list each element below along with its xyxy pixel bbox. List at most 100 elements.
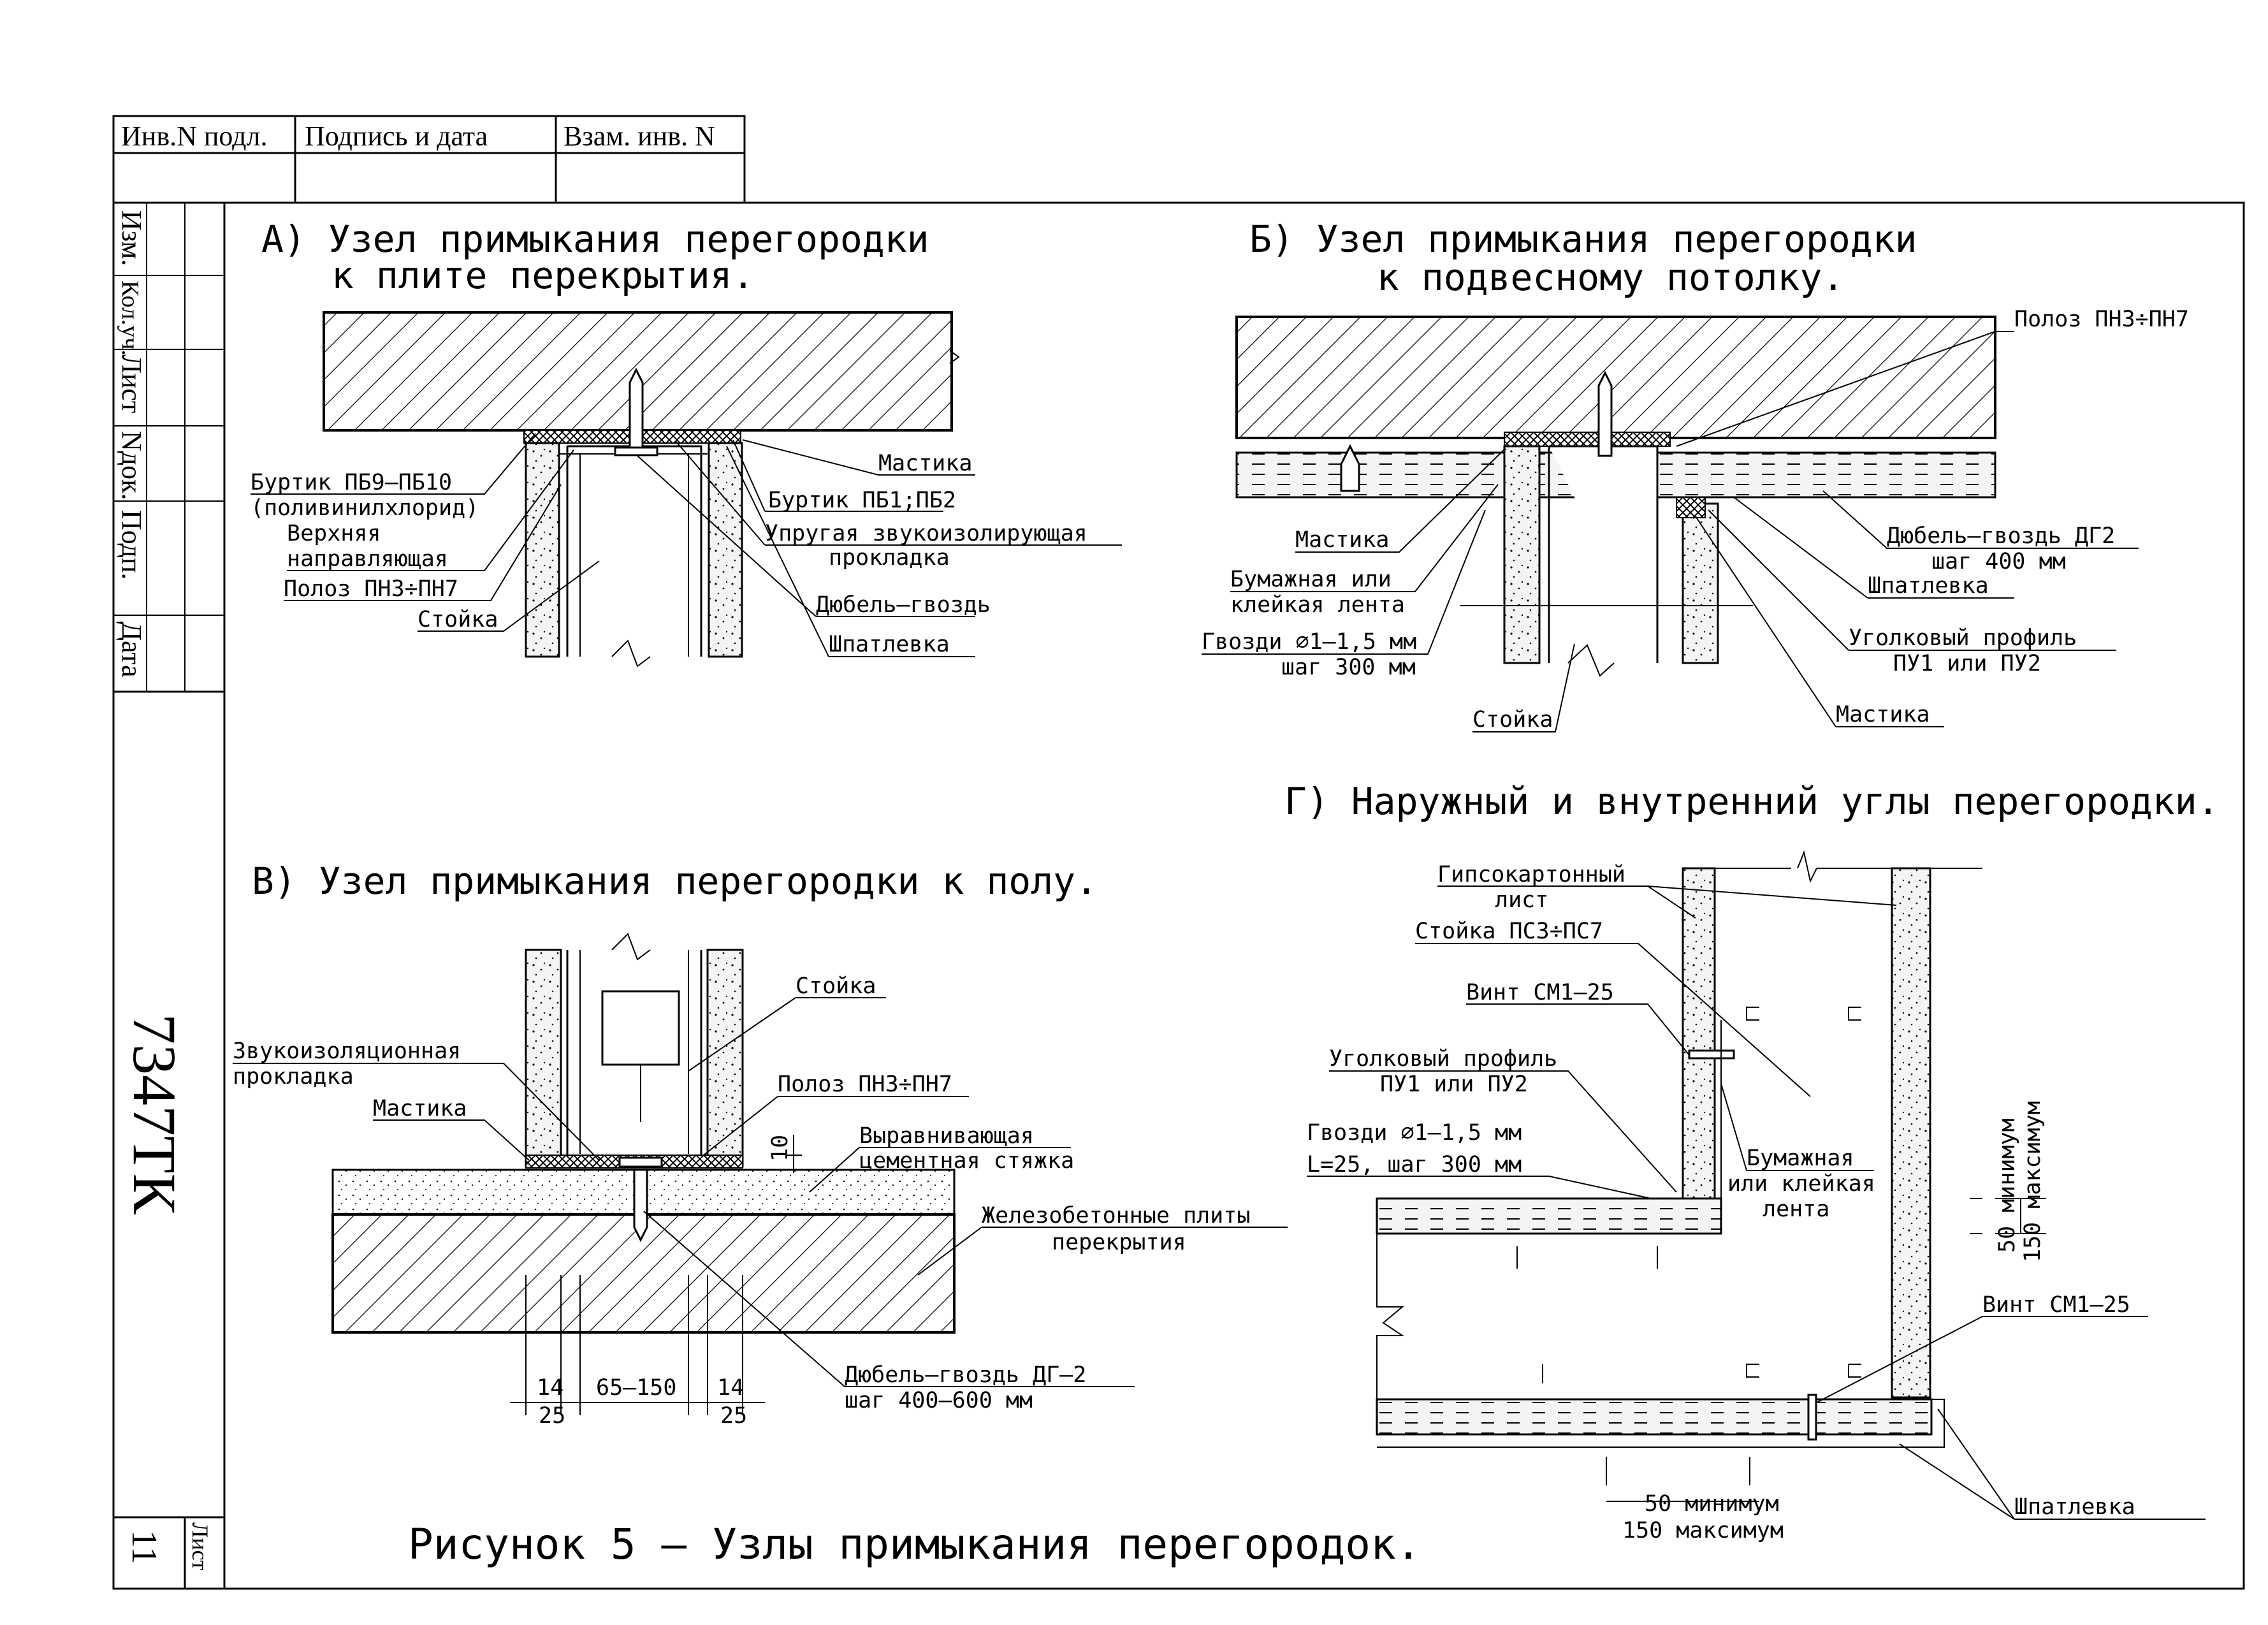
panel-g-screw-icon-2 bbox=[1807, 1394, 1817, 1441]
panel-a-stud bbox=[566, 445, 702, 657]
revision-table: Изм. Кол.уч. Лист Nдок. Подп. Дата bbox=[113, 203, 224, 692]
panel-g: Г) Наружный и внутренний углы перегородк… bbox=[1284, 780, 2220, 1543]
panel-g-label-stoika: Стойка ПС3÷ПС7 bbox=[1415, 919, 1603, 944]
panel-b-floor-slab bbox=[1235, 316, 1996, 439]
panel-a-label-burtik-pb9: Буртик ПБ9–ПБ10 bbox=[251, 470, 452, 495]
panel-g-label-ugol-1: Уголковый профиль bbox=[1329, 1046, 1557, 1072]
panel-a-label-shpat: Шпатлевка bbox=[829, 632, 950, 657]
panel-b-label-shpat: Шпатлевка bbox=[1868, 573, 1989, 599]
panel-a-label-verh-2: направляющая bbox=[287, 546, 448, 572]
panel-b-seal-strip bbox=[1504, 432, 1671, 447]
panel-g-label-bumazh-2: или клейкая bbox=[1727, 1171, 1875, 1197]
panel-v-label-zvuk-1: Звукоизоляционная bbox=[233, 1038, 461, 1064]
panel-g-title: Г) Наружный и внутренний углы перегородк… bbox=[1284, 780, 2220, 823]
panel-b-label-gvozdi-1: Гвозди ⌀1–1,5 мм bbox=[1202, 629, 1416, 655]
panel-b-nail-icon bbox=[1340, 444, 1360, 492]
panel-v-label-zhb-2: перекрытия bbox=[1052, 1230, 1186, 1255]
panel-b-label-bumazh-2: клейкая лента bbox=[1230, 592, 1405, 618]
rev-koluch: Кол.уч. bbox=[117, 281, 143, 356]
panel-v-dim-25b: 25 bbox=[720, 1403, 747, 1429]
panel-b-label-mastika-r: Мастика bbox=[1836, 702, 1930, 727]
panel-a-dowel-icon bbox=[629, 367, 644, 454]
panel-g-dim-v2: 150 максимум bbox=[2020, 1101, 2046, 1262]
panel-g-board-outer-v bbox=[1891, 867, 1931, 1399]
panel-a-label-poloz: Полоз ПН3÷ПН7 bbox=[284, 576, 458, 602]
panel-a-title-1: А) Узел примыкания перегородки bbox=[261, 217, 929, 261]
rev-list: Лист bbox=[116, 354, 147, 413]
panel-a-title-2: к плите перекрытия. bbox=[331, 254, 754, 297]
panel-a-board-right bbox=[708, 442, 743, 658]
panel-b-label-dubel-2: шаг 400 мм bbox=[1931, 549, 2066, 574]
panel-g-label-bumazh-1: Бумажная bbox=[1747, 1146, 1854, 1171]
panel-a-label-mastika: Мастика bbox=[878, 451, 973, 476]
panel-a-label-verh-1: Верхняя bbox=[287, 521, 381, 546]
panel-v-dowel-icon bbox=[633, 1169, 648, 1242]
panel-g-label-bumazh-3: лента bbox=[1763, 1197, 1829, 1222]
panel-b-title-1: Б) Узел примыкания перегородки bbox=[1249, 217, 1917, 261]
panel-v-title: В) Узел примыкания перегородки к полу. bbox=[252, 859, 1098, 903]
panel-v-label-poloz: Полоз ПН3÷ПН7 bbox=[778, 1072, 952, 1097]
panel-v: В) Узел примыкания перегородки к полу. С… bbox=[233, 859, 1288, 1429]
panel-g-label-vint-1: Винт СМ1–25 bbox=[1466, 980, 1614, 1005]
panel-b-dowel-icon bbox=[1597, 370, 1613, 457]
panel-g-board-inner-h bbox=[1376, 1197, 1722, 1235]
panel-g-screw-icon-1 bbox=[1688, 1049, 1735, 1060]
rev-podp: Подп. bbox=[116, 510, 147, 579]
panel-a-label-dubel: Дюбель–гвоздь bbox=[816, 592, 991, 618]
panel-g-label-gips-2: лист bbox=[1495, 887, 1548, 913]
panel-v-label-dubel-1: Дюбель–гвоздь ДГ–2 bbox=[845, 1362, 1086, 1388]
stamp-top-box bbox=[112, 115, 746, 204]
panel-g-label-shpat: Шпатлевка bbox=[2014, 1494, 2135, 1520]
panel-v-stud-cutout bbox=[601, 990, 680, 1066]
panel-a-label-burtik-pb1: Буртик ПБ1;ПБ2 bbox=[768, 488, 956, 513]
sheet-number: 11 bbox=[124, 1530, 164, 1564]
panel-v-label-stoika: Стойка bbox=[796, 973, 876, 999]
panel-v-dim-10: 10 bbox=[767, 1135, 793, 1162]
panel-a-label-stoika: Стойка bbox=[418, 607, 498, 632]
panel-v-label-zhb-1: Железобетонные плиты bbox=[982, 1203, 1250, 1228]
title-block: Инв.N подл. Подпись и дата Взам. инв. N … bbox=[112, 115, 2245, 1590]
stamp-vzam-inv: Взам. инв. N bbox=[563, 120, 715, 152]
figure-caption: Рисунок 5 – Узлы примыкания перегородок. bbox=[408, 1520, 1421, 1569]
panel-v-dim-14b: 14 bbox=[717, 1375, 744, 1401]
panel-b-board-right bbox=[1682, 502, 1719, 664]
panel-a-label-pvc: (поливинилхлорид) bbox=[251, 495, 479, 521]
panel-b-title-2: к подвесному потолку. bbox=[1377, 256, 1844, 299]
panel-b-label-dubel-1: Дюбель–гвоздь ДГ2 bbox=[1887, 523, 2115, 549]
rev-data: Дата bbox=[116, 622, 147, 678]
panel-g-label-gips-1: Гипсокартонный bbox=[1437, 862, 1625, 887]
panel-b-label-stoika: Стойка bbox=[1472, 707, 1553, 732]
panel-b-stud bbox=[1548, 445, 1659, 663]
stamp-podpis-data: Подпись и дата bbox=[305, 120, 488, 152]
panel-v-label-dubel-2: шаг 400–600 мм bbox=[845, 1388, 1033, 1413]
panel-v-label-vyr-2: цементная стяжка bbox=[859, 1148, 1074, 1174]
panel-g-board-outer-h bbox=[1376, 1398, 1933, 1436]
panel-g-dim-h1: 50 минимум bbox=[1645, 1491, 1779, 1517]
panel-b-label-poloz: Полоз ПН3÷ПН7 bbox=[2014, 307, 2189, 332]
panel-v-dim-mid: 65–150 bbox=[596, 1375, 676, 1401]
panel-v-dim-25a: 25 bbox=[539, 1403, 565, 1429]
document-code: 7347ТК bbox=[120, 1014, 189, 1215]
panel-v-label-zvuk-2: прокладка bbox=[233, 1064, 354, 1089]
panel-v-board-left bbox=[525, 949, 562, 1168]
panel-a-label-uprug-1: Упругая звукоизолирующая bbox=[765, 521, 1087, 546]
panel-g-label-gvozdi-2: L=25, шаг 300 мм bbox=[1307, 1152, 1522, 1177]
panel-v-dim-14a: 14 bbox=[537, 1375, 563, 1401]
panel-g-label-ugol-2: ПУ1 или ПУ2 bbox=[1380, 1072, 1528, 1097]
panel-b-label-ugol-2: ПУ1 или ПУ2 bbox=[1893, 651, 2041, 676]
panel-a-board-left bbox=[525, 442, 560, 658]
panel-b: Б) Узел примыкания перегородки к подвесн… bbox=[1202, 217, 2189, 732]
rev-ndok: Nдок. bbox=[116, 431, 147, 500]
panel-b-label-mastika-l: Мастика bbox=[1295, 527, 1390, 553]
panel-v-label-mastika: Мастика bbox=[373, 1096, 467, 1121]
stamp-inv-podl: Инв.N подл. bbox=[121, 120, 268, 152]
panel-b-board-left bbox=[1503, 445, 1541, 664]
panel-b-label-bumazh-1: Бумажная или bbox=[1230, 567, 1392, 592]
panel-b-label-gvozdi-2: шаг 300 мм bbox=[1281, 655, 1416, 680]
panel-b-label-ugol-1: Уголковый профиль bbox=[1849, 625, 2077, 651]
rev-izm: Изм. bbox=[116, 210, 147, 266]
panel-a: А) Узел примыкания перегородки к плите п… bbox=[251, 217, 1122, 667]
panel-g-dim-h2: 150 максимум bbox=[1622, 1518, 1784, 1543]
panel-g-board-inner-v bbox=[1682, 867, 1716, 1201]
